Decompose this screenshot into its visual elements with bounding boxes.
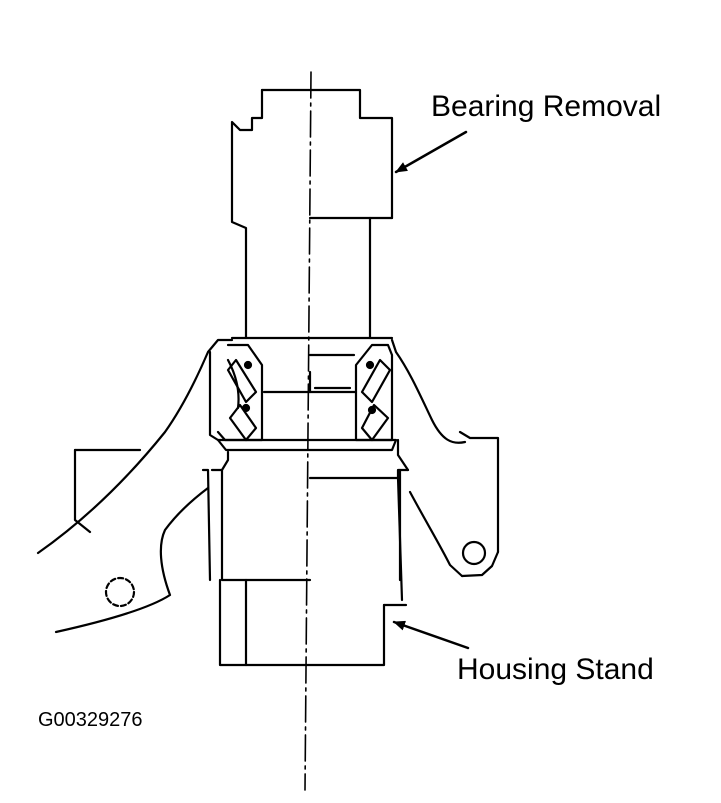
- knuckle-hole-left: [104, 576, 136, 608]
- steering-knuckle-right: [390, 338, 500, 582]
- housing-stand-arrow: [392, 620, 470, 650]
- bearing-removal-tool: [230, 88, 394, 394]
- figure-id-label: G00329276: [38, 709, 143, 731]
- knuckle-hole-right: [461, 540, 487, 566]
- bearing-removal-label: Bearing Removal: [431, 90, 662, 123]
- steering-knuckle-left: [36, 338, 234, 634]
- housing-stand-label: Housing Stand: [457, 653, 654, 686]
- bearing-removal-arrow: [394, 130, 468, 174]
- centerline: [304, 71, 312, 791]
- tapered-bearing-right: [354, 343, 394, 442]
- housing-stand: [210, 450, 410, 667]
- tapered-bearing-left: [216, 343, 264, 442]
- lower-race: [216, 438, 398, 452]
